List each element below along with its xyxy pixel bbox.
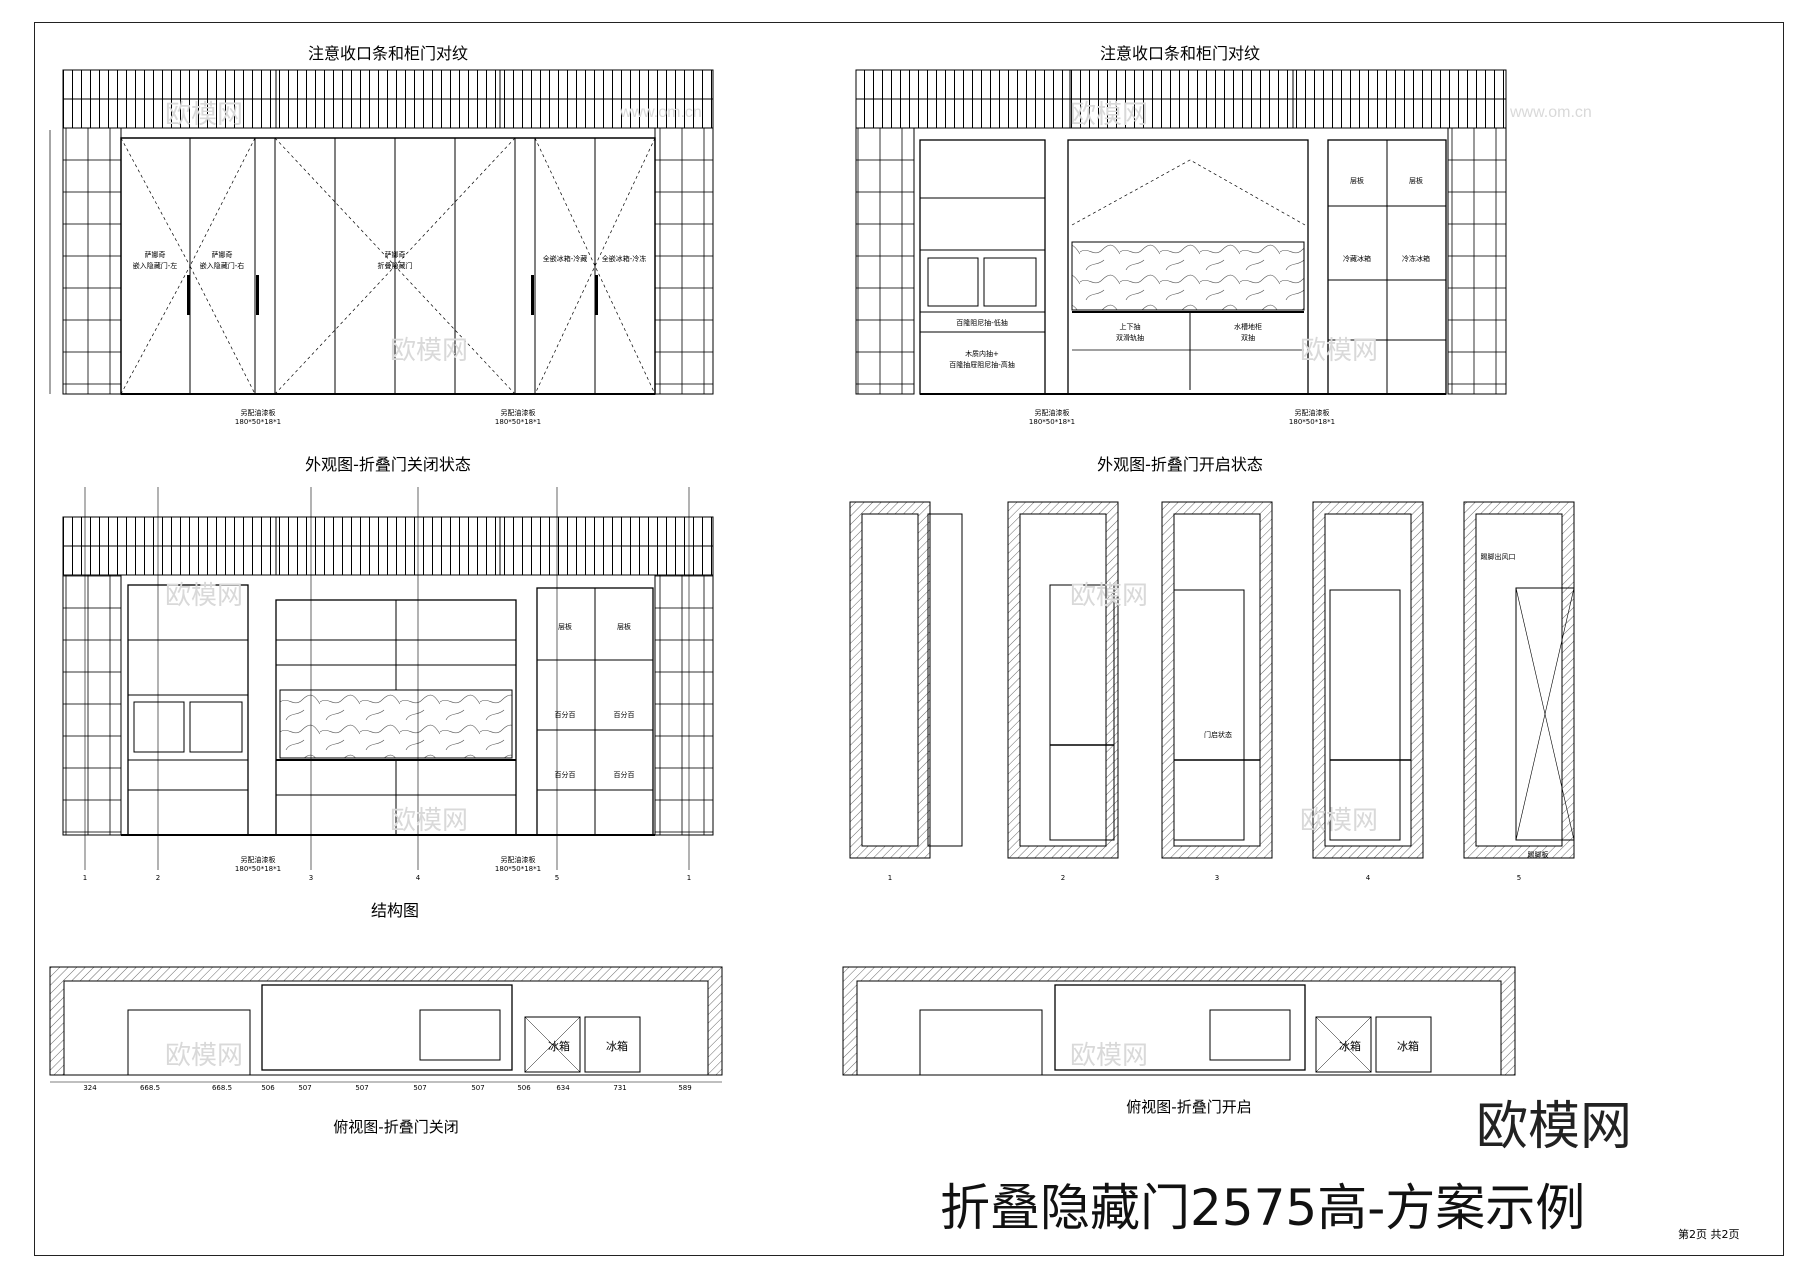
fridge-label: 冰箱 <box>606 1040 628 1053</box>
shelf-label: 层板 <box>1350 177 1364 185</box>
structure-elevation <box>62 487 714 870</box>
dimension: 634 <box>556 1084 570 1092</box>
door-label: 萨娜奇 <box>384 251 406 259</box>
shelf-label: 层板 <box>617 623 631 631</box>
left-elevation-caption: 外观图-折叠门关闭状态 <box>305 455 471 474</box>
door-label: 嵌入隐藏门-右 <box>199 262 245 270</box>
door-label: 全嵌冰箱-冷藏 <box>542 255 588 263</box>
plan-closed-caption: 俯视图-折叠门关闭 <box>333 1118 459 1136</box>
watermark-logo: 欧模网 <box>390 335 469 365</box>
structure-caption: 结构图 <box>370 901 420 920</box>
section-marker: 1 <box>887 874 893 882</box>
watermark-logo: 欧模网 <box>390 805 469 835</box>
watermark-url: www.om.cn <box>620 104 702 121</box>
dimension: 731 <box>613 1084 627 1092</box>
watermark-logo: 欧模网 <box>165 1040 244 1070</box>
dimension: 324 <box>83 1084 97 1092</box>
shelf-label: 百分百 <box>554 711 576 719</box>
brand-logo: 欧模网 <box>1476 1097 1633 1157</box>
page-info: 第2页 共2页 <box>1678 1228 1740 1241</box>
section-marker: 3 <box>1214 874 1220 882</box>
watermark-logo: 欧模网 <box>165 580 244 610</box>
drawing-title: 折叠隐藏门2575高-方案示例 <box>940 1179 1586 1237</box>
watermark-logo: 欧模网 <box>1070 99 1149 129</box>
sheet-border <box>34 22 1784 1256</box>
watermark-url: www.om.cn <box>1510 104 1592 121</box>
shelf-label: 百分百 <box>613 711 635 719</box>
section-marker: 2 <box>155 874 161 882</box>
left-top-note: 注意收口条和柜门对纹 <box>307 44 469 63</box>
section-marker: 2 <box>1060 874 1066 882</box>
plinth-note: 180*50*18*1 <box>234 865 282 873</box>
dimension: 506 <box>261 1084 275 1092</box>
cabinet-label: 百隆阻尼抽-低抽 <box>956 319 1008 327</box>
plinth-note: 另配油漆板 <box>240 856 276 864</box>
cabinet-label: 水槽地柜 <box>1234 323 1262 331</box>
door-label: 折叠隐藏门 <box>377 262 413 270</box>
fridge-label: 冷冻冰箱 <box>1402 255 1430 263</box>
dimension: 506 <box>517 1084 531 1092</box>
cabinet-label: 上下抽 <box>1119 323 1141 331</box>
fridge-label: 冰箱 <box>1339 1040 1361 1053</box>
shelf-label: 层板 <box>558 623 572 631</box>
plan-closed <box>49 966 723 1083</box>
cabinet-label: 双滑轨抽 <box>1116 334 1144 342</box>
dimension: 668.5 <box>211 1084 233 1092</box>
cabinet-label: 木质内抽+ <box>965 350 999 358</box>
door-label: 萨娜奇 <box>144 251 166 259</box>
section-views <box>849 501 1575 859</box>
watermark-logo: 欧模网 <box>165 99 244 129</box>
watermark-logo: 欧模网 <box>1300 805 1379 835</box>
watermark-logo: 欧模网 <box>1070 1040 1149 1070</box>
dimension: 668.5 <box>139 1084 161 1092</box>
fridge-label: 冰箱 <box>1397 1040 1419 1053</box>
plinth-note: 180*50*18*1 <box>1288 418 1336 426</box>
section-marker: 3 <box>308 874 314 882</box>
dimension: 507 <box>298 1084 312 1092</box>
shelf-label: 百分百 <box>554 771 576 779</box>
watermark-logo: 欧模网 <box>1300 335 1379 365</box>
plinth-note: 180*50*18*1 <box>494 865 542 873</box>
right-elevation-caption: 外观图-折叠门开启状态 <box>1097 455 1263 474</box>
dimension: 507 <box>355 1084 369 1092</box>
plinth-note: 另配油漆板 <box>1034 409 1070 417</box>
dimension: 589 <box>678 1084 692 1092</box>
elevation-closed <box>49 69 714 395</box>
shelf-label: 层板 <box>1409 177 1423 185</box>
watermark-logo: 欧模网 <box>1070 580 1149 610</box>
section-marker: 4 <box>415 874 421 882</box>
fridge-label: 冷藏冰箱 <box>1343 255 1371 263</box>
section-marker: 4 <box>1365 874 1371 882</box>
door-label: 萨娜奇 <box>211 251 233 259</box>
dimension: 507 <box>413 1084 427 1092</box>
plinth-note: 180*50*18*1 <box>234 418 282 426</box>
plinth-note: 另配油漆板 <box>500 409 536 417</box>
shelf-label: 百分百 <box>613 771 635 779</box>
section-marker: 5 <box>554 874 560 882</box>
plinth-note: 另配油漆板 <box>240 409 276 417</box>
door-label: 全嵌冰箱-冷冻 <box>601 255 647 263</box>
plan-open <box>842 966 1516 1076</box>
cabinet-label: 百隆抽屉阻尼抽-高抽 <box>949 361 1015 369</box>
plinth-note: 另配油漆板 <box>1294 409 1330 417</box>
section-note: 踢脚板 <box>1527 851 1549 859</box>
elevation-open <box>855 69 1507 395</box>
section-note: 踢脚出风口 <box>1480 553 1516 561</box>
plinth-note: 180*50*18*1 <box>1028 418 1076 426</box>
section-marker: 1 <box>82 874 88 882</box>
plan-open-caption: 俯视图-折叠门开启 <box>1126 1098 1252 1116</box>
plinth-note: 另配油漆板 <box>500 856 536 864</box>
section-marker: 5 <box>1516 874 1522 882</box>
dimension: 507 <box>471 1084 485 1092</box>
plinth-note: 180*50*18*1 <box>494 418 542 426</box>
section-marker: 1 <box>686 874 692 882</box>
right-top-note: 注意收口条和柜门对纹 <box>1099 44 1261 63</box>
door-label: 嵌入隐藏门-左 <box>132 262 178 270</box>
section-note: 门启状态 <box>1204 731 1232 739</box>
cabinet-label: 双抽 <box>1241 334 1255 342</box>
fridge-label: 冰箱 <box>548 1040 570 1053</box>
